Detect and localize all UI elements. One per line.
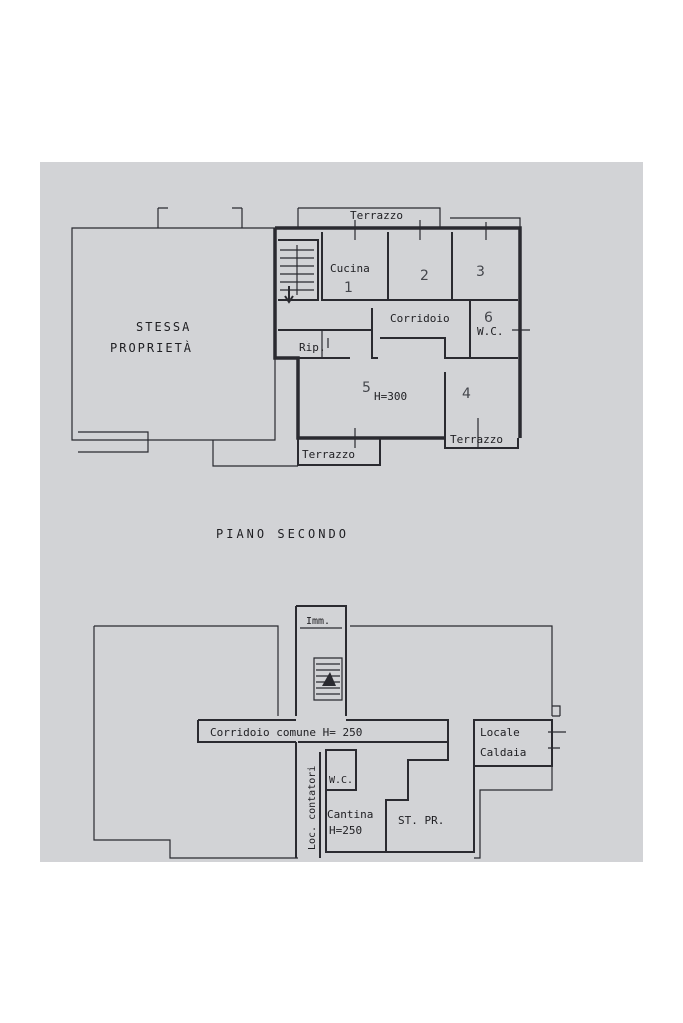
room-number-6: 6 bbox=[484, 310, 493, 326]
upper-floor-plan bbox=[71, 207, 530, 467]
imm-box bbox=[296, 605, 347, 716]
outer-boundary-top bbox=[94, 625, 553, 716]
st-pr-label: ST. PR. bbox=[398, 814, 444, 827]
terrazzo-bottom-right-label: Terrazzo bbox=[450, 433, 503, 446]
stessa-proprieta-block bbox=[71, 227, 276, 441]
wall-rip bbox=[321, 330, 329, 358]
caldaia-ticks bbox=[548, 731, 566, 749]
floor-plan-scan: Terrazzo STESSA PROPRIETÀ Cucina Corrido… bbox=[40, 162, 643, 862]
outer-wall-west-south bbox=[273, 228, 445, 440]
stessa-label-line2: PROPRIETÀ bbox=[110, 340, 193, 355]
loc-contatori-label: Loc. contatori bbox=[307, 766, 318, 850]
wall-living bbox=[298, 337, 470, 359]
terrazzo-right-box bbox=[444, 438, 519, 449]
terrazzo-top-box bbox=[297, 207, 441, 228]
window-ticks bbox=[354, 220, 487, 448]
stair-core-inner bbox=[300, 627, 343, 701]
cantina-walls bbox=[325, 742, 449, 853]
lower-stair-arrow-icon bbox=[322, 672, 336, 686]
step-left bbox=[78, 431, 149, 453]
cantina-label: Cantina bbox=[327, 808, 373, 821]
floor-plan-drawing: Terrazzo STESSA PROPRIETÀ Cucina Corrido… bbox=[71, 207, 566, 859]
imm-label: Imm. bbox=[306, 616, 330, 627]
wc-label: W.C. bbox=[477, 325, 504, 338]
caldaia-label: Caldaia bbox=[480, 746, 526, 759]
st-pr-walls bbox=[386, 742, 475, 853]
stair-arrow-icon bbox=[284, 286, 294, 304]
wall-corridor-west bbox=[278, 308, 378, 359]
fixtures bbox=[450, 217, 530, 331]
locale-label: Locale bbox=[480, 726, 520, 739]
room-number-4: 4 bbox=[462, 386, 471, 402]
top-notches bbox=[157, 207, 243, 228]
lower-wc-label: W.C. bbox=[329, 775, 353, 786]
room-number-3: 3 bbox=[476, 264, 485, 280]
outer-boundary-left bbox=[93, 626, 298, 859]
corridoio-comune-walls bbox=[197, 719, 449, 743]
terrazzo-bottom-left-label: Terrazzo bbox=[302, 448, 355, 461]
wc-box bbox=[325, 749, 357, 791]
stair-steps bbox=[280, 245, 314, 295]
room-number-2: 2 bbox=[420, 268, 429, 284]
room-number-5: 5 bbox=[362, 380, 371, 396]
ripostiglio-label: Rip. bbox=[299, 341, 326, 354]
terrazzo-top-label: Terrazzo bbox=[350, 209, 403, 222]
terrazzo-bottom-box bbox=[297, 438, 381, 466]
height-label: H=300 bbox=[374, 390, 407, 403]
stessa-label-line1: STESSA bbox=[136, 320, 191, 334]
corridoio-comune-label: Corridoio comune H= 250 bbox=[210, 726, 362, 739]
corridoio-label: Corridoio bbox=[390, 312, 450, 325]
floor-title: PIANO SECONDO bbox=[216, 527, 349, 541]
loc-contatori-walls bbox=[295, 742, 321, 858]
ground-floor-plan bbox=[93, 605, 566, 859]
cucina-label: Cucina bbox=[330, 262, 370, 275]
step-bottom bbox=[212, 440, 298, 467]
corner-mark bbox=[552, 705, 561, 717]
cantina-height-label: H=250 bbox=[329, 824, 362, 837]
wall-room-2 bbox=[387, 232, 453, 301]
stair-well bbox=[278, 239, 319, 301]
wall-cucina bbox=[321, 232, 388, 301]
outer-boundary-right bbox=[474, 766, 553, 859]
room-number-1: 1 bbox=[344, 280, 353, 296]
